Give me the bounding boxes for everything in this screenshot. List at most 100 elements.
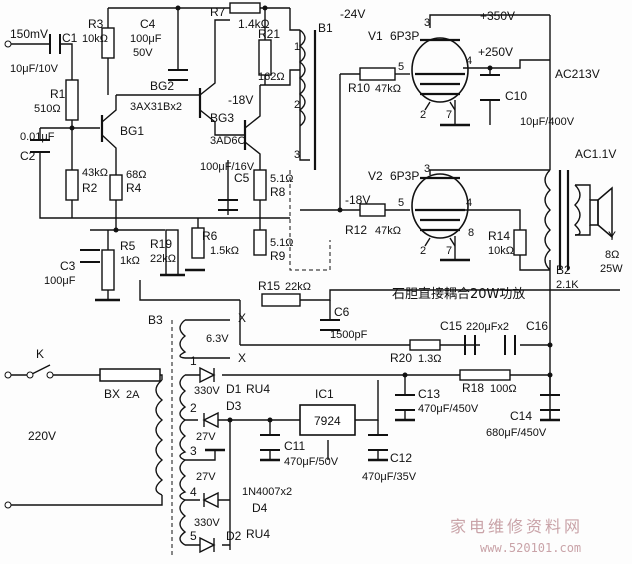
wire-feedback [139, 280, 620, 301]
label-w27a: 27V [196, 431, 216, 443]
label-pin4: 4 [190, 485, 197, 499]
capacitor-c16 [504, 335, 516, 355]
label-c6: C6 [334, 305, 350, 319]
label-r10-value: 47kΩ [375, 83, 401, 95]
label-r20: R20 [390, 351, 412, 365]
resistor-r3 [101, 27, 115, 59]
wire-bg3-b1 [260, 69, 300, 86]
label-r12-value: 47kΩ [375, 225, 401, 237]
label-pin5: 5 [190, 529, 197, 543]
wire-b1-sec [299, 30, 310, 161]
label-c10-value: 10μF/400V [520, 116, 575, 128]
label-bg3: BG3 [210, 111, 234, 125]
label-c15-value: 220μFx2 [466, 321, 509, 333]
resistor-r8 [253, 169, 267, 201]
capacitor-c12 [368, 434, 388, 451]
label-v2-pin8: 8 [468, 227, 474, 239]
wire-r1-bg1 [71, 120, 100, 129]
label-rail-pos350: +350V [480, 9, 515, 23]
wire-c1-r1 [60, 43, 73, 80]
label-pin1: 1 [190, 354, 197, 368]
resistor-r10 [359, 67, 396, 81]
label-c11: C11 [284, 439, 305, 453]
label-input-level: 150mV [10, 27, 48, 41]
capacitor-c6 [320, 319, 340, 331]
switch-contact-1 [26, 371, 34, 379]
label-v1-pin2: 2 [420, 109, 426, 121]
label-r2: R2 [82, 181, 98, 195]
label-y: Y [608, 229, 616, 243]
label-c1-value: 10μF/10V [10, 63, 59, 75]
label-c13-value: 470μF/450V [418, 403, 479, 415]
label-b3: B3 [148, 313, 163, 327]
label-b1-pin2: 2 [294, 99, 300, 111]
diode-d2 [199, 536, 216, 554]
transformer-b3 [155, 319, 187, 555]
label-rail-neg24: -24V [340, 7, 365, 21]
wire-bg2-r7 [214, 19, 230, 50]
wire-v2-anode [429, 169, 550, 175]
label-c14: C14 [510, 409, 532, 423]
resistors [65, 2, 527, 381]
label-bx: BX [104, 387, 120, 401]
label-rail-neg18b: -18V [345, 193, 370, 207]
watermark-cn: 家电维修资料网 [450, 517, 583, 536]
resistor-r21 [258, 39, 272, 76]
label-c3: C3 [60, 259, 76, 273]
label-bg2-type: 3AX31Bx2 [130, 101, 182, 113]
regulator-ic1 [299, 404, 356, 436]
wire-b1-top [289, 8, 300, 31]
label-bg3-type: 3AD6C [210, 135, 246, 147]
junctions [69, 5, 553, 423]
bg1-legs [101, 95, 117, 160]
resistor-r12 [359, 203, 386, 217]
label-r3: R3 [88, 17, 104, 31]
label-d1: D1 [226, 382, 242, 396]
label-v1-pin3: 3 [424, 17, 430, 29]
label-r19-value: 22kΩ [150, 253, 176, 265]
label-y-value2: 25W [600, 263, 623, 275]
label-bg1: BG1 [120, 124, 144, 138]
label-v2-pin3: 3 [424, 163, 430, 175]
speaker-y [589, 186, 613, 239]
label-v2-pin2: 2 [420, 245, 426, 257]
ground-symbols [95, 123, 560, 462]
bg2-legs [199, 50, 245, 136]
label-r4-value: 68Ω [126, 169, 146, 181]
label-k: K [36, 347, 44, 361]
label-r9: R9 [270, 249, 286, 263]
wire-b1-dashed [289, 170, 331, 271]
label-r6: R6 [202, 229, 218, 243]
capacitor-c14 [540, 394, 560, 411]
label-rail-ac11: AC1.1V [575, 147, 616, 161]
diodes [199, 366, 219, 554]
label-ic1-value: 7924 [314, 414, 341, 428]
label-r9-value: 5.1Ω [270, 237, 294, 249]
label-r15: R15 [258, 279, 280, 293]
resistor-r14 [513, 229, 527, 256]
resistor-r2 [65, 169, 79, 201]
tube-v1 [411, 37, 469, 111]
label-bg2: BG2 [150, 79, 174, 93]
label-r1: R1 [50, 87, 66, 101]
label-b2-value: 2.1K [556, 279, 579, 291]
label-r21: R21 [258, 27, 280, 41]
resistor-r9 [253, 229, 267, 256]
wire-v1-anode [429, 14, 550, 28]
label-bx-value: 2A [126, 389, 140, 401]
label-c6-value: 1500pF [330, 329, 368, 341]
label-d3: D3 [226, 399, 242, 413]
label-c1: C1 [62, 31, 78, 45]
label-w63: 6.3V [206, 333, 229, 345]
label-ru4a: RU4 [246, 382, 270, 396]
label-c11-value: 470μF/50V [284, 456, 339, 468]
label-pin2: 2 [190, 401, 197, 415]
label-r7-value: 1.4kΩ [238, 17, 270, 31]
wire-r5 [107, 229, 165, 300]
wire-v1-screen [463, 59, 550, 69]
label-v1-pin4: 4 [466, 55, 472, 67]
label-r18-value: 100Ω [490, 383, 517, 395]
label-pin3: 3 [190, 444, 197, 458]
